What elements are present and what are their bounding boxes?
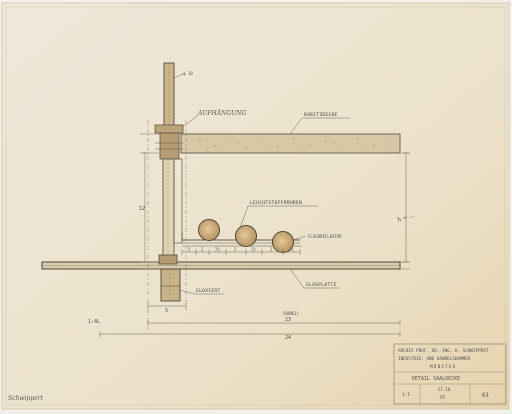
dim-outer: 24 [285,335,291,341]
spacing-label: 2 [188,247,191,252]
fluorescent-tube [235,225,257,247]
height-dimension: 12 [139,152,148,263]
flat-reflector [181,232,300,241]
title-block: ARCHIV PROF. DR.-ING. H. SCHWIPPERT INDU… [393,343,507,405]
tubes-label: LEUCHTSTOFFRÖHREN [250,199,302,206]
glass-label: GLASPLATTE [306,282,337,288]
annotations: φ 10 AUFHÄNGUNG RABITZDECKE LEUCHTSTOFFR… [173,71,350,295]
suspension-profile [162,158,175,263]
ceiling-slab [180,133,401,154]
spacing-label: 2 [234,247,237,252]
spacing-label: 2 [201,247,204,252]
scale-value: 1:1 [402,392,410,398]
height-label: 12 [139,206,145,212]
date-value: 27.10. [438,387,452,392]
reflector-label: FLACHREFLEKTOR [308,234,342,239]
corner-note: Schwippert [8,395,43,402]
bandi-label: (BANDI) [282,311,299,316]
glass-clamp [160,268,181,302]
archive-line: ARCHIV PROF. DR.-ING. H. SCHWIPPERT [398,348,489,354]
dim-small: 5 [165,308,168,314]
ceiling-stipple [199,138,391,151]
rabitzdecke-label: RABITZDECKE [304,112,338,118]
fluorescent-tube [198,219,220,241]
hanger-clamp [159,132,180,160]
tube-spacing-dimension: 2 2 2½ 2 2½ 2 2½ [181,247,301,255]
extension-lines [140,133,410,270]
author-value: FR [440,395,445,400]
spacing-label: 2½ [251,247,256,252]
rod-note: φ 10 [183,71,193,76]
spacing-label: 2½ [215,247,220,252]
dim-left: 1:4L [88,319,100,325]
eloxiert-label: ELOXIERT [196,288,221,294]
drawing-title: DETAIL SAALDECKE [412,376,460,382]
bottom-dimensions: 5 (BANDI) 23 24 1:4L [88,303,401,341]
spacing-label: 2 [270,247,273,252]
center-lines [147,120,187,330]
hanger-note: AUFHÄNGUNG [197,110,246,117]
city-line: MÜNSTER [430,363,457,370]
spacing-label: 2½ [289,247,294,252]
client-line: INDUSTRIE- UND HANDELSKAMMER [398,356,471,362]
dim-inner: 23 [285,317,291,323]
sheet-number: 61 [482,392,490,399]
